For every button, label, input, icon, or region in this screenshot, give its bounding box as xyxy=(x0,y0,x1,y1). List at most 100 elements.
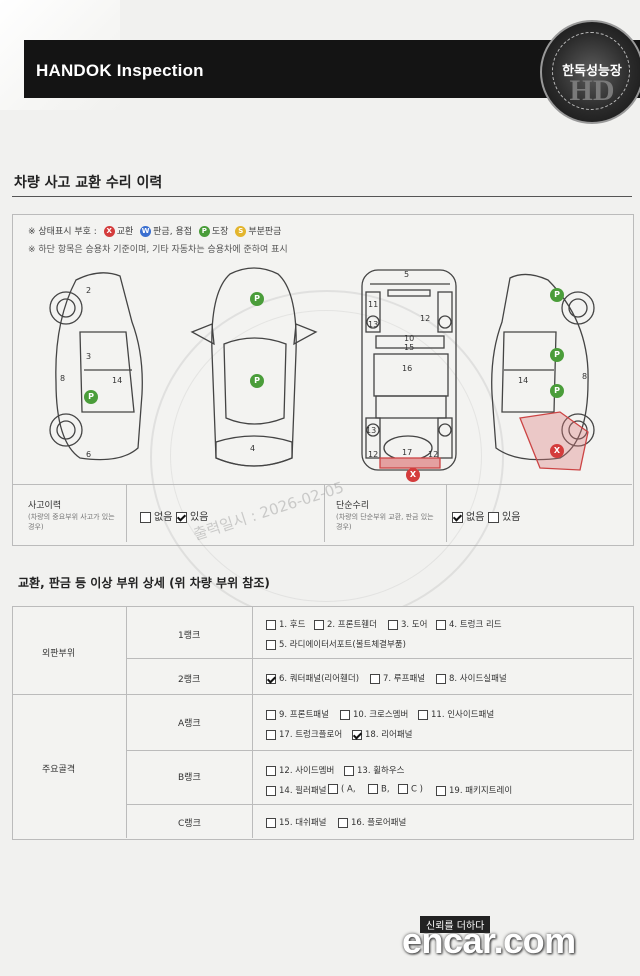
item-label: 4. 트렁크 리드 xyxy=(449,620,502,630)
group-label-frame: 주요골격 xyxy=(42,765,76,775)
part-label: 2 xyxy=(86,286,92,295)
exchange-icon: X xyxy=(103,226,115,237)
paint-marker: P xyxy=(550,288,564,302)
part-label: 5 xyxy=(404,270,410,279)
item-quarter-panel[interactable]: 6. 쿼터패널(리어휀더) xyxy=(266,672,359,684)
item-floor-panel[interactable]: 16. 플로어패널 xyxy=(338,816,406,828)
checkbox[interactable] xyxy=(368,784,378,794)
item-label: 16. 플로어패널 xyxy=(351,818,407,828)
item-trunk-floor[interactable]: 17. 트렁크플로어 xyxy=(266,728,342,740)
item-roof-panel[interactable]: 7. 루프패널 xyxy=(370,672,425,684)
simple-yes-option[interactable]: 있음 xyxy=(488,508,520,523)
divider xyxy=(324,484,325,542)
item-trunk-lid[interactable]: 4. 트렁크 리드 xyxy=(436,618,502,630)
checkbox[interactable] xyxy=(338,817,348,828)
logo-text: 한독성능장 xyxy=(562,64,622,79)
part-label: 4 xyxy=(250,444,256,453)
item-pillar-a[interactable]: ( A, xyxy=(328,784,356,795)
checkbox-checked[interactable] xyxy=(452,511,463,523)
item-rear-panel[interactable]: 18. 리어패널 xyxy=(352,728,413,740)
part-label: 13 xyxy=(366,426,377,435)
checkbox[interactable] xyxy=(488,511,499,523)
item-label: 1. 후드 xyxy=(279,620,306,630)
item-pillar-panel[interactable]: 14. 필러패널 xyxy=(266,784,327,796)
checkbox[interactable] xyxy=(266,619,276,630)
paint-marker: P xyxy=(250,292,264,306)
item-radiator-support[interactable]: 5. 라디에이터서포트(볼트체결부품) xyxy=(266,638,406,650)
item-label: 2. 프론트휀더 xyxy=(327,620,377,630)
legend-prefix: ※ 상태표시 부호 : xyxy=(28,227,97,237)
accident-history-note: (차량의 중요부위 사고가 있는 경우) xyxy=(28,513,115,531)
accident-yes-option[interactable]: 있음 xyxy=(176,508,208,523)
checkbox-checked[interactable] xyxy=(176,511,187,523)
row-divider xyxy=(126,658,632,659)
checkbox[interactable] xyxy=(266,639,276,650)
item-front-fender[interactable]: 2. 프론트휀더 xyxy=(314,618,377,630)
part-label: 15 xyxy=(404,343,415,352)
group-label-exterior: 외판부위 xyxy=(42,649,76,659)
checkbox[interactable] xyxy=(328,784,338,794)
checkbox[interactable] xyxy=(418,709,428,720)
part-label: 17 xyxy=(402,448,413,457)
left-side-body xyxy=(55,272,143,461)
part-label: 12 xyxy=(428,450,439,459)
item-label: 13. 휠하우스 xyxy=(357,766,405,776)
row-divider xyxy=(12,694,632,695)
item-side-member[interactable]: 12. 사이드멤버 xyxy=(266,764,334,776)
legend-label-partial: 부분판금 xyxy=(248,227,282,237)
checkbox[interactable] xyxy=(398,784,408,794)
accident-none-option[interactable]: 없음 xyxy=(140,508,172,523)
accident-history-label: 사고이력 xyxy=(28,501,62,511)
checkbox[interactable] xyxy=(388,619,398,630)
checkbox[interactable] xyxy=(436,785,446,796)
item-pillar-c[interactable]: C ) xyxy=(398,784,423,795)
checkbox[interactable] xyxy=(436,673,446,684)
checkbox[interactable] xyxy=(266,709,276,720)
paint-marker: P xyxy=(550,348,564,362)
item-label: 19. 패키지트레이 xyxy=(449,786,513,796)
checkbox-checked[interactable] xyxy=(266,673,276,684)
checkbox[interactable] xyxy=(266,765,276,776)
checkbox[interactable] xyxy=(436,619,446,630)
checkbox[interactable] xyxy=(314,619,324,630)
item-inside-panel[interactable]: 11. 인사이드패널 xyxy=(418,708,494,720)
item-side-sill[interactable]: 8. 사이드실패널 xyxy=(436,672,507,684)
item-label: 3. 도어 xyxy=(401,620,428,630)
part-label: 14 xyxy=(518,376,529,385)
simple-repair-note: (차량의 단순부위 교환, 판금 있는 경우) xyxy=(336,513,434,531)
item-cross-member[interactable]: 10. 크로스멤버 xyxy=(340,708,408,720)
row-divider xyxy=(126,804,632,805)
checkbox[interactable] xyxy=(340,709,350,720)
logo-initials: HD xyxy=(569,74,615,107)
item-door[interactable]: 3. 도어 xyxy=(388,618,427,630)
item-hood[interactable]: 1. 후드 xyxy=(266,618,305,630)
item-front-panel[interactable]: 9. 프론트패널 xyxy=(266,708,329,720)
item-label: 5. 라디에이터서포트(볼트체결부품) xyxy=(279,640,406,650)
rear-damage-area xyxy=(519,411,589,471)
item-label: 15. 대쉬패널 xyxy=(279,818,327,828)
legend-label-exchange: 교환 xyxy=(116,227,134,237)
inspection-logo: 한독성능장 HD xyxy=(540,20,640,124)
simple-repair-label: 단순수리 xyxy=(336,501,370,511)
checkbox-checked[interactable] xyxy=(352,729,362,740)
section-title-detail: 교환, 판금 등 이상 부위 상세 (위 차량 부위 참조) xyxy=(18,576,270,590)
checkbox[interactable] xyxy=(266,785,276,796)
checkbox[interactable] xyxy=(266,729,276,740)
item-pillar-b[interactable]: B, xyxy=(368,784,390,795)
checkbox[interactable] xyxy=(266,817,276,828)
history-row xyxy=(12,484,632,543)
item-label: 8. 사이드실패널 xyxy=(449,674,507,684)
rank-label: 1랭크 xyxy=(178,631,201,641)
rank-label: 2랭크 xyxy=(178,675,201,685)
section-divider xyxy=(12,196,632,197)
item-dash-panel[interactable]: 15. 대쉬패널 xyxy=(266,816,327,828)
simple-none-option[interactable]: 없음 xyxy=(452,508,484,523)
option-label: 없음 xyxy=(466,512,485,523)
item-wheel-house[interactable]: 13. 휠하우스 xyxy=(344,764,405,776)
checkbox[interactable] xyxy=(370,673,380,684)
checkbox[interactable] xyxy=(344,765,354,776)
item-label: 12. 사이드멤버 xyxy=(279,766,335,776)
item-package-tray[interactable]: 19. 패키지트레이 xyxy=(436,784,512,796)
checkbox[interactable] xyxy=(140,511,151,523)
